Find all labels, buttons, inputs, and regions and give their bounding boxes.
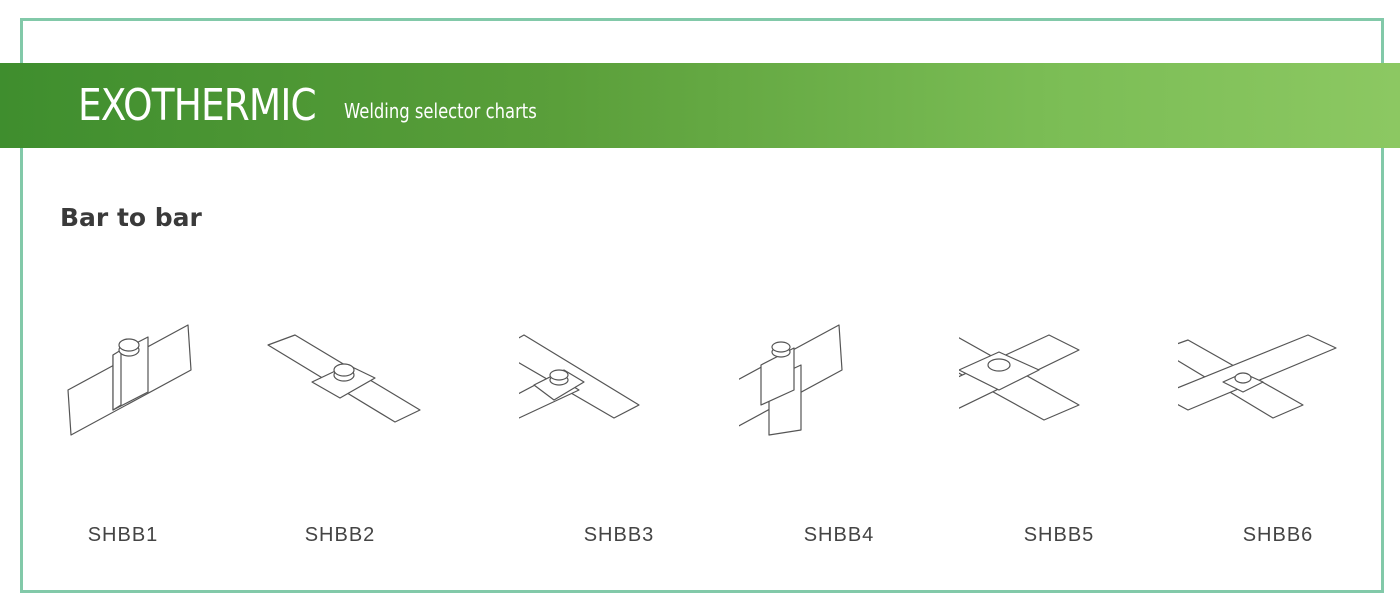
product-code: SHBB1	[87, 524, 159, 546]
flat-bar-cross-drawing-icon	[959, 334, 1080, 421]
product-code: SHBB4	[803, 524, 875, 546]
product-code: SHBB3	[583, 524, 655, 546]
product-code: SHBB2	[304, 524, 376, 546]
page-title: EXOTHERMIC	[78, 80, 317, 131]
header-banner	[0, 63, 1400, 148]
product-shbb6[interactable]: SHBB6	[1178, 300, 1378, 560]
section-title: Bar to bar	[60, 203, 202, 232]
product-shbb5[interactable]: SHBB5	[959, 300, 1159, 560]
product-shbb1[interactable]: SHBB1	[23, 300, 223, 560]
product-code: SHBB5	[1023, 524, 1095, 546]
flat-bar-tee-drawing-icon	[519, 334, 640, 419]
flat-bar-cross-overlap-drawing-icon	[1178, 334, 1337, 419]
page-frame	[20, 18, 1384, 593]
product-code: SHBB6	[1242, 524, 1314, 546]
page-subtitle: Welding selector charts	[344, 99, 537, 123]
vertical-bar-tee-drawing-icon	[739, 324, 843, 436]
product-shbb2[interactable]: SHBB2	[240, 300, 440, 560]
product-shbb4[interactable]: SHBB4	[739, 300, 939, 560]
flat-bar-splice-drawing-icon	[267, 334, 421, 423]
vertical-bar-splice-drawing-icon	[67, 324, 192, 436]
product-shbb3[interactable]: SHBB3	[519, 300, 719, 560]
